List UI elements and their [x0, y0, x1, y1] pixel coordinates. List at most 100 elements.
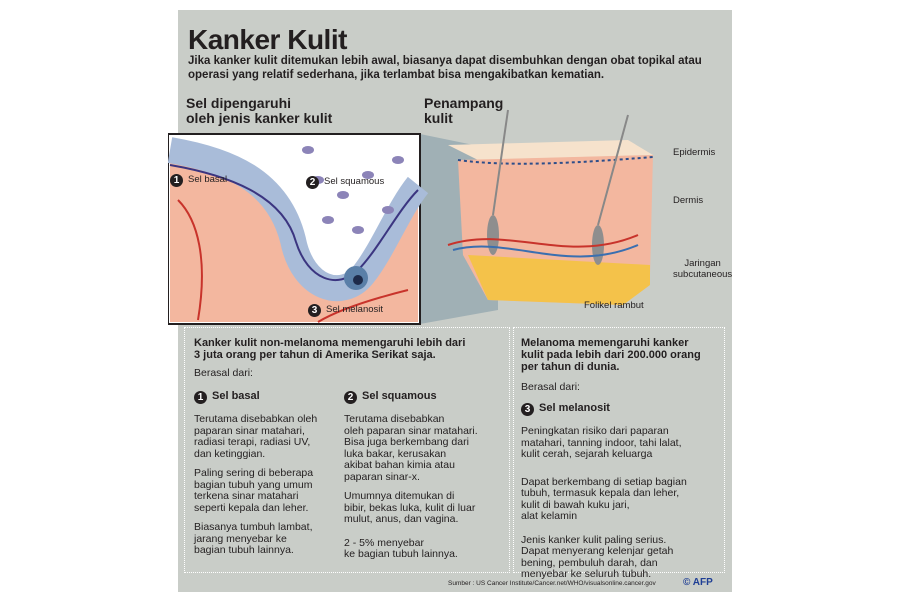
text-line: Bisa juga berkembang dari — [344, 436, 469, 448]
squamous-title: 2 Sel squamous — [344, 390, 504, 404]
blood-vessel — [452, 244, 639, 258]
heading-line: Melanoma memengaruhi kanker — [521, 337, 689, 349]
basal-title: 1 Sel basal — [194, 390, 354, 404]
subtitle: Jika kanker kulit ditemukan lebih awal, … — [188, 55, 702, 81]
number-badge: 2 — [344, 391, 357, 404]
basement-membrane — [169, 164, 419, 281]
heading-line: kulit pada lebih dari 200.000 orang — [521, 349, 701, 361]
number-badge: 3 — [308, 304, 321, 317]
text-line: dan ketinggian. — [194, 447, 266, 460]
skin-heading: Penampang kulit — [424, 96, 503, 126]
text-line: kulit cerah, sejarah keluarga — [521, 448, 653, 460]
label-folikel: Folikel rambut — [584, 300, 644, 311]
cells-heading-line: Sel dipengaruhi — [186, 95, 292, 111]
text-line: tubuh, termasuk kepala dan leher, — [521, 487, 680, 499]
label-sel-melanosit: 3 Sel melanosit — [308, 304, 383, 317]
melanocyte-nucleus — [353, 275, 363, 285]
title-text: Sel basal — [212, 390, 260, 402]
text-line: menyebar ke seluruh tubuh. — [521, 568, 652, 580]
text-line: 2 - 5% menyebar — [344, 536, 424, 549]
melanoma-heading: Melanoma memengaruhi kanker kulit pada l… — [521, 337, 701, 373]
text-line: Terutama disebabkan oleh — [194, 413, 318, 425]
subcutaneous-layer — [468, 255, 650, 305]
label-text: Sel squamous — [324, 176, 385, 187]
cell-illustration — [168, 133, 498, 325]
text-line: Peningkatan risiko dari paparan — [521, 425, 669, 437]
number-badge: 1 — [170, 174, 183, 187]
skin-cross-section — [447, 109, 654, 305]
origin-label: Berasal dari: — [194, 367, 253, 379]
label-dermis: Dermis — [673, 195, 704, 206]
number-badge: 2 — [306, 176, 319, 189]
text-line: seperti kepala dan leher. — [194, 501, 309, 514]
text-line: bibir, bekas luka, kulit di luar — [344, 501, 476, 514]
label-subcutaneous: Jaringan subcutaneous — [673, 258, 732, 280]
melanosit-title: 3 Sel melanosit — [521, 402, 726, 416]
label-text: Sel basal — [188, 174, 228, 185]
text-line: Paling sering di beberapa — [194, 467, 314, 479]
heading-line: per tahun di dunia. — [521, 361, 620, 373]
label-epidermis: Epidermis — [673, 147, 716, 158]
melanosit-column: 3 Sel melanosit Peningkatan risiko dari p… — [521, 402, 726, 581]
paragraph: Jenis kanker kulit paling serius.Dapat m… — [521, 533, 726, 581]
text-line: Dapat menyerang kelenjar getah — [521, 545, 674, 557]
skin-heading-line: Penampang — [424, 95, 504, 111]
origin-label: Berasal dari: — [521, 381, 580, 393]
text-line: radiasi terapi, radiasi UV, — [194, 436, 311, 448]
text-line: kulit di bawah kuku jari, — [521, 498, 630, 511]
page-title: Kanker Kulit — [188, 24, 347, 55]
source-text: Sumber : US Cancer Institute/Cancer.net/… — [448, 580, 656, 587]
text-line: Biasanya tumbuh lambat, — [194, 521, 313, 533]
label-text: Sel melanosit — [326, 304, 384, 315]
text-line: Dapat berkembang di setiap bagian — [521, 475, 687, 488]
text-line: matahari, tanning indoor, tahi lalat, — [521, 436, 682, 449]
label-line: Jaringan — [684, 258, 721, 269]
text-line: paparan sinar-x. — [344, 470, 420, 483]
label-sel-basal: 1 Sel basal — [170, 174, 227, 187]
text-line: Jenis kanker kulit paling serius. — [521, 533, 667, 546]
cells — [302, 146, 404, 234]
number-badge: 3 — [521, 403, 534, 416]
cells-heading-line: oleh jenis kanker kulit — [186, 110, 333, 126]
text-line: bagian tubuh lainnya. — [194, 544, 294, 556]
text-line: Terutama disebabkan — [344, 413, 445, 425]
text-line: jarang menyebar ke — [194, 532, 287, 545]
hair-follicle — [487, 215, 499, 255]
text-line: akibat bahan kimia atau — [344, 459, 455, 471]
text-line: luka bakar, kerusakan — [344, 447, 447, 460]
blood-vessel — [447, 234, 639, 248]
label-line: subcutaneous — [673, 269, 733, 280]
text-line: paparan sinar matahari, — [194, 424, 305, 437]
infographic-panel: Kanker Kulit Jika kanker kulit ditemukan… — [168, 10, 732, 592]
number-badge: 1 — [194, 391, 207, 404]
title-text: Sel squamous — [362, 390, 437, 402]
skin-surface — [448, 140, 653, 160]
text-line: alat kelamin — [521, 510, 578, 522]
epidermis-line — [457, 156, 654, 165]
blood-vessel — [317, 289, 409, 323]
heading-line: 3 juta orang per tahun di Amerika Serika… — [194, 349, 436, 361]
title-text: Sel melanosit — [539, 402, 610, 414]
text-line: ke bagian tubuh lainnya. — [344, 548, 458, 560]
text-line: mulut, anus, dan vagina. — [344, 513, 459, 525]
melanoma-box — [513, 327, 725, 573]
non-melanoma-heading: Kanker kulit non-melanoma memengaruhi le… — [194, 337, 465, 361]
text-line: bening, pembuluh darah, dan — [521, 556, 658, 569]
hair — [492, 109, 509, 216]
cell-layer — [168, 137, 429, 302]
text-line: bagian tubuh yang umum — [194, 478, 313, 491]
cells-heading: Sel dipengaruhi oleh jenis kanker kulit — [186, 96, 332, 126]
text-line: terkena sinar matahari — [194, 490, 299, 502]
heading-line: Kanker kulit non-melanoma memengaruhi le… — [194, 337, 466, 349]
skin-heading-line: kulit — [424, 110, 453, 126]
hair — [597, 114, 629, 226]
